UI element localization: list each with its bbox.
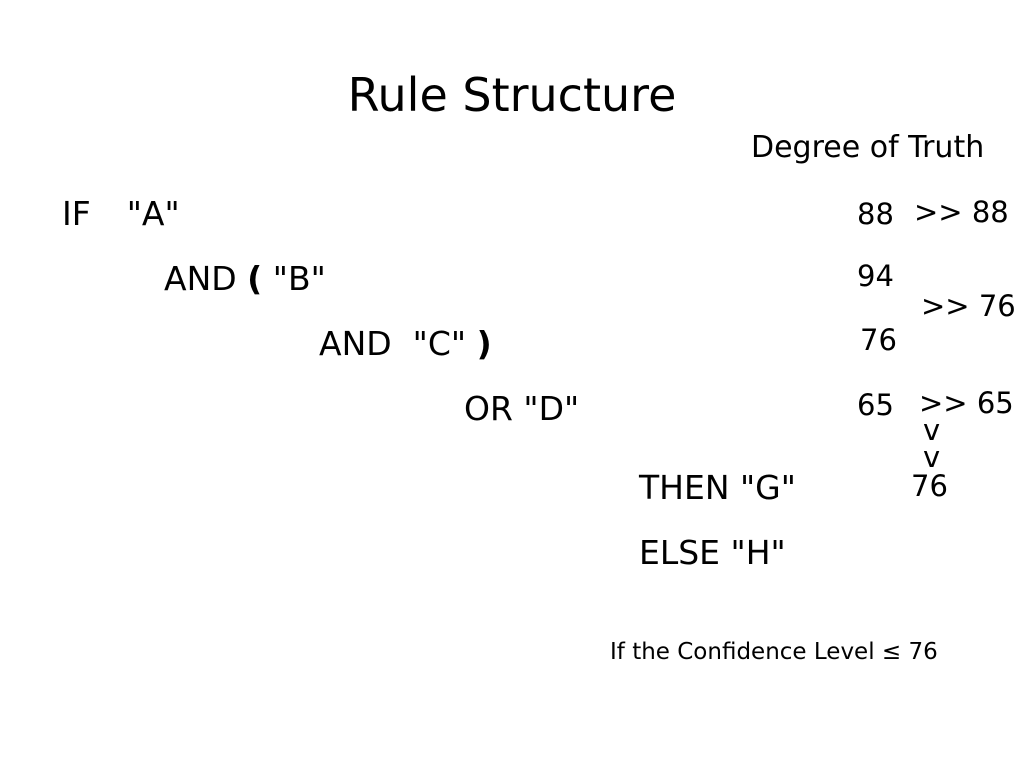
- slide-title: Rule Structure: [347, 68, 677, 122]
- degree-of-truth-heading: Degree of Truth: [751, 130, 985, 165]
- open-paren: (: [247, 259, 263, 298]
- rule-and-b-line: AND ( "B": [164, 262, 326, 295]
- close-paren: ): [476, 324, 492, 363]
- rule-and-c-line: AND "C" ): [319, 327, 492, 360]
- rule-else-line: ELSE "H": [639, 533, 786, 572]
- combined-ab: >> 88: [914, 195, 1009, 229]
- confidence-note: If the Confidence Level ≤ 76: [610, 639, 938, 665]
- result-degree: 76: [911, 469, 948, 503]
- rule-then-line: THEN "G": [639, 468, 796, 507]
- and-c-text: AND "C": [319, 324, 467, 363]
- degree-d: 65: [857, 388, 894, 422]
- rule-if-line: IF "A": [62, 197, 180, 230]
- degree-a: 88: [857, 197, 894, 231]
- down-arrow-icon: v: [923, 413, 941, 447]
- degree-c: 76: [860, 323, 897, 357]
- down-arrow-icon: v: [923, 440, 941, 474]
- if-keyword: IF: [62, 194, 91, 233]
- combined-cd: >> 65: [919, 386, 1014, 420]
- degree-b: 94: [857, 259, 894, 293]
- rule-or-d-line: OR "D": [464, 389, 580, 428]
- and-b-value: "B": [272, 259, 326, 298]
- and-keyword: AND: [164, 259, 237, 298]
- if-value: "A": [126, 194, 180, 233]
- combined-bc: >> 76: [921, 289, 1016, 323]
